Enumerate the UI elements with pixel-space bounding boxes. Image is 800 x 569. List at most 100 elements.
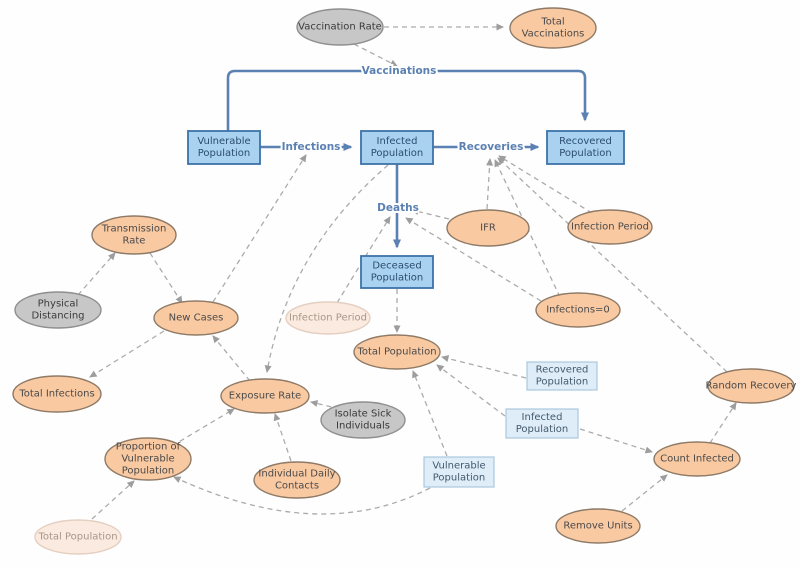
link-vulnerable-population-ghost-to-total-population <box>412 370 448 457</box>
variable-ellipse-physical-distancing[interactable] <box>14 291 102 329</box>
variable-ellipse-proportion-of-vulnerable-population[interactable] <box>104 437 192 481</box>
variable-vaccination-rate[interactable]: Vaccination Rate <box>296 8 384 46</box>
variable-label-total-population: Total Population <box>356 347 436 358</box>
variable-exposure-rate[interactable]: Exposure Rate <box>220 378 310 414</box>
variable-label-count-infected: Count Infected <box>660 454 734 465</box>
ghost-rect-recovered-population-ghost[interactable] <box>526 361 598 391</box>
flow-label-recoveries[interactable]: Recoveries <box>457 139 526 155</box>
variable-infection-period[interactable]: Infection Period <box>567 209 653 245</box>
variable-ellipse-exposure-rate[interactable] <box>220 378 310 414</box>
link-infected-population-ghost-to-count-infected <box>579 428 653 454</box>
variable-ellipse-ifr[interactable] <box>446 209 530 247</box>
variable-label-total-infections: Total Infections <box>18 389 94 400</box>
variable-ellipse-infection-period[interactable] <box>567 209 653 245</box>
variable-count-infected[interactable]: Count Infected <box>653 441 741 477</box>
stock-rect-infected-population[interactable] <box>360 130 434 165</box>
link-total-population-ghost-to-proportion-of-vulnerable-population <box>91 480 135 520</box>
variable-ellipse-vaccination-rate[interactable] <box>296 8 384 46</box>
variable-ifr[interactable]: IFR <box>446 209 530 247</box>
stock-rect-vulnerable-population[interactable] <box>187 130 261 165</box>
link-infected-population-ghost-to-total-population <box>436 364 506 417</box>
variable-label-exposure-rate: Exposure Rate <box>229 391 301 402</box>
link-proportion-of-vulnerable-population-to-exposure-rate <box>171 408 235 447</box>
variable-infection-period-ghost[interactable]: Infection Period <box>285 301 371 335</box>
flow-label-vaccinations[interactable]: Vaccinations <box>360 63 439 79</box>
flows-layer <box>226 69 589 249</box>
flow-pipe-vaccinations[interactable] <box>226 69 589 131</box>
flow-label-deaths[interactable]: Deaths <box>375 200 421 216</box>
flow-label-infections[interactable]: Infections <box>280 139 343 155</box>
variable-ellipse-infections-0[interactable] <box>535 292 621 328</box>
variable-ellipse-total-vaccinations[interactable] <box>509 7 597 49</box>
variable-ellipse-total-population[interactable] <box>353 334 441 370</box>
link-ifr-to-deaths-flow <box>411 208 450 220</box>
variable-label-infection-period: Infection Period <box>571 222 649 233</box>
link-physical-distancing-to-transmission-rate <box>77 252 116 296</box>
variable-infections-0[interactable]: Infections=0 <box>535 292 621 328</box>
variable-label-vaccination-rate: Vaccination Rate <box>298 22 382 33</box>
variable-label-random-recovery: Random Recovery <box>706 381 797 392</box>
link-vaccination-rate-to-vaccinations-flow <box>353 43 398 67</box>
variable-label-new-cases: New Cases <box>169 313 224 324</box>
variable-label-infection-period-ghost: Infection Period <box>289 313 367 324</box>
variable-ellipse-new-cases[interactable] <box>153 300 239 336</box>
variable-ellipse-total-infections[interactable] <box>12 375 102 413</box>
link-remove-units-to-count-infected <box>621 474 668 512</box>
variable-ellipse-total-population-ghost[interactable] <box>34 519 122 555</box>
variable-ellipse-transmission-rate[interactable] <box>91 215 177 255</box>
link-count-infected-to-random-recovery <box>709 402 737 444</box>
ghost-rect-infected-population-ghost[interactable] <box>505 408 579 439</box>
link-random-recovery-to-recoveries-flow <box>497 157 728 373</box>
variable-ellipse-individual-daily-contacts[interactable] <box>253 461 341 499</box>
variable-total-infections[interactable]: Total Infections <box>12 375 102 413</box>
variable-ellipse-count-infected[interactable] <box>653 441 741 477</box>
variable-new-cases[interactable]: New Cases <box>153 300 239 336</box>
variable-label-total-population-ghost: Total Population <box>37 532 117 543</box>
variable-total-population-ghost[interactable]: Total Population <box>34 519 122 555</box>
variable-ellipse-remove-units[interactable] <box>555 508 641 544</box>
stock-rect-deceased-population[interactable] <box>360 255 434 289</box>
variable-label-remove-units: Remove Units <box>563 521 632 532</box>
ghost-rect-vulnerable-population-ghost[interactable] <box>423 456 495 488</box>
link-individual-daily-contacts-to-exposure-rate <box>273 413 292 462</box>
stock-rect-recovered-population[interactable] <box>546 130 625 165</box>
link-ifr-to-recoveries-flow <box>486 158 494 210</box>
variable-remove-units[interactable]: Remove Units <box>555 508 641 544</box>
variable-ellipse-infection-period-ghost[interactable] <box>285 301 371 335</box>
link-new-cases-to-total-infections <box>89 330 165 378</box>
variable-label-ifr: IFR <box>480 223 496 234</box>
variable-random-recovery[interactable]: Random Recovery <box>706 368 797 404</box>
variable-ellipse-random-recovery[interactable] <box>707 368 795 404</box>
link-transmission-rate-to-new-cases <box>149 252 183 304</box>
variable-label-infections-0: Infections=0 <box>546 305 610 316</box>
variable-ellipse-isolate-sick-individuals[interactable] <box>320 401 406 439</box>
link-vulnerable-population-ghost-to-proportion-of-vulnerable-population <box>173 476 431 515</box>
variable-total-population[interactable]: Total Population <box>353 334 441 370</box>
